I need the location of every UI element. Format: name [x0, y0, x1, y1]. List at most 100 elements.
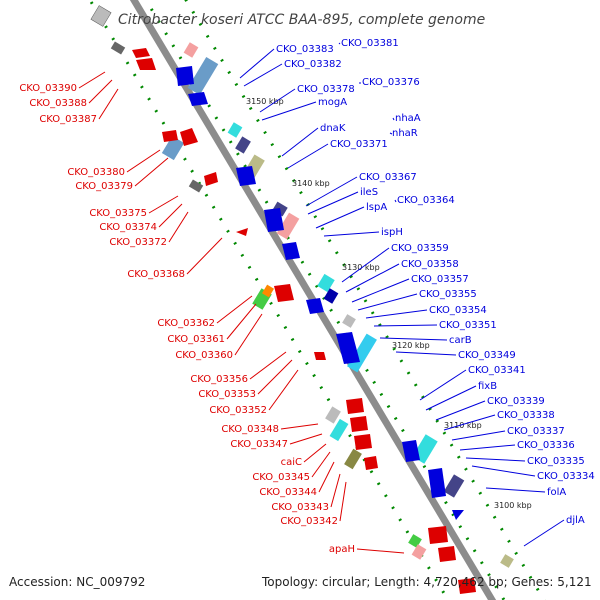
gene-arrow [274, 284, 294, 302]
label-leader-line [261, 101, 317, 121]
gene-label-plus: nhaR [392, 128, 418, 139]
genome-title: Citrobacter koseri ATCC BAA-895, complet… [118, 12, 485, 28]
gene-block [344, 448, 362, 470]
gene-label-plus: CKO_03367 [359, 172, 417, 183]
gene-arrow [162, 130, 178, 142]
gene-block [187, 56, 219, 96]
label-leader-line [425, 385, 477, 411]
gene-block [188, 179, 204, 193]
label-leader-line [226, 303, 257, 340]
label-leader-line [389, 132, 393, 135]
gene-label-minus: CKO_03347 [230, 439, 288, 450]
gene-label-plus: CKO_03351 [439, 320, 497, 331]
gene-arrow [264, 208, 284, 232]
gene-arrow [428, 468, 446, 498]
gene-arrow [354, 434, 372, 450]
gene-label-plus: lspA [366, 202, 387, 213]
label-leader-line [351, 278, 410, 303]
label-leader-line [379, 337, 448, 341]
gene-label-minus: CKO_03360 [175, 350, 233, 361]
gene-label-minus: CKO_03342 [280, 516, 338, 527]
label-leader-line [234, 313, 263, 356]
label-leader-line [257, 359, 293, 395]
gene-label-minus: CKO_03379 [75, 181, 133, 192]
label-leader-line [323, 231, 380, 237]
label-leader-line [485, 487, 546, 493]
gene-arrow [306, 298, 324, 314]
gene-arrow [364, 456, 378, 470]
gene-arrow [136, 58, 156, 70]
plus-strand-labels: CKO_03383CKO_03381CKO_03382CKO_03378CKO_… [276, 38, 595, 526]
label-leader-line [315, 206, 365, 229]
gene-arrow [236, 166, 256, 186]
label-leader-line [287, 143, 329, 169]
label-leader-line [394, 199, 397, 203]
label-leader-line [459, 444, 516, 451]
gene-label-plus: CKO_03339 [487, 396, 545, 407]
gene-label-minus: CKO_03348 [221, 424, 279, 435]
gene-label-plus: CKO_03335 [527, 456, 585, 467]
label-leader-line [345, 263, 400, 293]
gene-label-minus: CKO_03362 [157, 318, 215, 329]
topology-text: Topology: circular; Length: 4,720,462 bp… [261, 575, 592, 589]
gene-label-minus: CKO_03388 [29, 98, 87, 109]
gene-label-plus: CKO_03334 [537, 471, 595, 482]
gene-block [183, 42, 199, 58]
minus-strand-genes [90, 5, 476, 594]
gene-label-minus: CKO_03387 [39, 114, 97, 125]
gene-label-plus: CKO_03337 [507, 426, 565, 437]
label-leader-line [443, 414, 496, 431]
label-leader-line [305, 176, 358, 207]
gene-block [443, 474, 465, 498]
gene-block [227, 122, 243, 138]
label-leader-line [303, 443, 327, 463]
label-leader-line [341, 247, 390, 283]
gene-label-plus: djlA [566, 515, 585, 526]
gene-block [325, 406, 341, 424]
gene-label-plus: dnaK [320, 123, 346, 134]
gene-label-plus: mogA [318, 97, 347, 108]
gene-arrow [236, 228, 248, 236]
gene-arrow [176, 66, 194, 86]
scale-label: 3110 kbp [444, 421, 482, 430]
label-leader-line [88, 79, 113, 104]
gene-arrow [132, 48, 150, 58]
gene-label-plus: CKO_03381 [341, 38, 399, 49]
label-leader-line [373, 324, 438, 327]
gene-label-minus: caiC [281, 457, 302, 468]
gene-label-plus: fixB [478, 381, 497, 392]
gene-label-plus: CKO_03349 [458, 350, 516, 361]
accession-text: Accession: NC_009792 [9, 575, 145, 589]
label-leader-line [216, 295, 253, 324]
gene-arrow [402, 440, 420, 462]
left-label-leaders [78, 71, 405, 554]
gene-label-plus: CKO_03341 [468, 365, 526, 376]
label-leader-line [395, 351, 457, 356]
label-leader-line [435, 400, 486, 421]
label-leader-line [98, 88, 119, 120]
gene-label-plus: CKO_03338 [497, 410, 555, 421]
gene-label-plus: CKO_03355 [419, 289, 477, 300]
label-leader-line [318, 461, 335, 493]
gene-block [90, 5, 112, 27]
scale-label: 3130 kbp [342, 263, 380, 272]
gene-label-plus: CKO_03358 [401, 259, 459, 270]
gene-label-minus: CKO_03343 [271, 502, 329, 513]
label-leader-line [356, 548, 405, 554]
label-leader-line [307, 191, 359, 215]
label-leader-line [365, 309, 428, 319]
gene-label-minus: CKO_03345 [252, 472, 310, 483]
label-leader-line [471, 465, 536, 477]
gene-arrow [188, 92, 208, 106]
label-leader-line [281, 127, 319, 157]
gene-label-plus: CKO_03336 [517, 440, 575, 451]
label-leader-line [148, 195, 179, 214]
gene-label-plus: CKO_03357 [411, 274, 469, 285]
gene-arrow [336, 332, 360, 364]
gene-label-minus: CKO_03390 [19, 83, 77, 94]
scale-label: 3100 kbp [494, 501, 532, 510]
gene-arrow [346, 398, 364, 414]
label-leader-line [392, 117, 395, 121]
gene-block [261, 284, 275, 298]
gene-label-minus: CKO_03380 [67, 167, 125, 178]
